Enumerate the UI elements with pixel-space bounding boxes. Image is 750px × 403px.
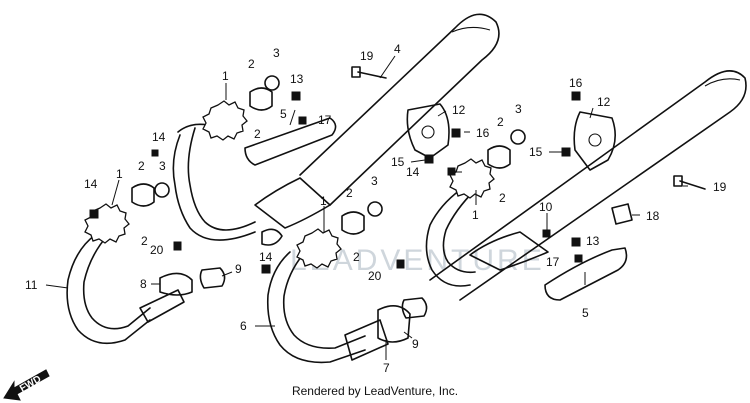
callout-16: 16 <box>569 76 583 90</box>
callout-12: 12 <box>597 95 611 109</box>
callout-1: 1 <box>116 167 123 181</box>
callout-20: 20 <box>368 269 382 283</box>
callout-15: 15 <box>391 155 405 169</box>
callout-8: 8 <box>140 277 147 291</box>
render-credit: Rendered by LeadVenture, Inc. <box>291 384 459 398</box>
callout-18: 18 <box>646 209 660 223</box>
callout-16: 16 <box>476 126 490 140</box>
callout-9: 9 <box>235 262 242 276</box>
hardware <box>84 66 706 343</box>
callout-19: 19 <box>713 180 727 194</box>
callout-20: 20 <box>150 243 164 257</box>
callout-1: 1 <box>472 208 479 222</box>
callout-7: 7 <box>383 361 390 375</box>
callout-14: 14 <box>406 165 420 179</box>
callout-14: 14 <box>84 177 98 191</box>
callout-2: 2 <box>138 159 145 173</box>
callout-11: 11 <box>25 278 38 292</box>
callout-9: 9 <box>412 337 419 351</box>
callout-3: 3 <box>515 102 522 116</box>
callout-1: 1 <box>222 69 229 83</box>
callout-2: 2 <box>248 57 255 71</box>
callouts: 1 1 1 1 2 2 2 2 2 2 2 2 3 3 3 3 4 5 5 6 … <box>25 42 727 375</box>
callout-12: 12 <box>452 103 466 117</box>
callout-17: 17 <box>546 255 560 269</box>
callout-17: 17 <box>318 113 332 127</box>
callout-2: 2 <box>497 115 504 129</box>
callout-19: 19 <box>360 49 374 63</box>
callout-5: 5 <box>582 306 589 320</box>
callout-14: 14 <box>259 250 273 264</box>
left-header-pipe <box>66 234 185 345</box>
left-muffler <box>172 13 500 246</box>
callout-13: 13 <box>586 234 600 248</box>
callout-2: 2 <box>353 250 360 264</box>
callout-1: 1 <box>320 194 327 208</box>
leader-lines <box>45 55 688 360</box>
callout-10: 10 <box>539 200 553 214</box>
callout-3: 3 <box>371 174 378 188</box>
callout-13: 13 <box>290 72 304 86</box>
callout-3: 3 <box>159 159 166 173</box>
right-muffler <box>425 70 747 301</box>
callout-15: 15 <box>529 145 543 159</box>
callout-6: 6 <box>240 319 247 333</box>
callout-2: 2 <box>141 234 148 248</box>
callout-3: 3 <box>273 46 280 60</box>
callout-5: 5 <box>280 107 287 121</box>
callout-2: 2 <box>254 127 261 141</box>
callout-2: 2 <box>346 186 353 200</box>
callout-4: 4 <box>394 42 401 56</box>
callout-14: 14 <box>152 130 166 144</box>
callout-2: 2 <box>499 191 506 205</box>
